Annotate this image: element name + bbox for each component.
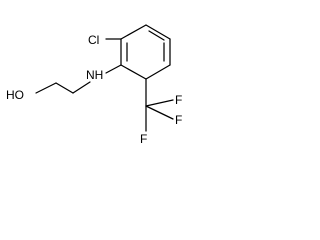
atom-label-f-bottom: F xyxy=(140,132,147,146)
bond-ch2-oh xyxy=(35,82,57,94)
bond-ring-nh xyxy=(105,64,122,74)
ring-bond-c5-c6 xyxy=(120,64,147,80)
atom-label-f-right: F xyxy=(175,113,182,127)
ring-double-bond-inner-top xyxy=(148,30,165,41)
ring-bond-c1-c2 xyxy=(120,24,147,40)
atom-label-cl: Cl xyxy=(88,33,99,47)
molecule-structure: Cl NH HO F F F xyxy=(6,24,182,146)
bond-ch2-ch2 xyxy=(55,82,74,94)
atom-label-f-top: F xyxy=(175,93,182,107)
bond-nh-ch2 xyxy=(72,81,91,94)
ring-bond-c4-c5 xyxy=(145,64,171,80)
bond-c-f-top xyxy=(145,99,174,107)
bond-c-f-right xyxy=(145,105,174,120)
atom-label-nh: NH xyxy=(86,68,103,82)
atom-label-oh: HO xyxy=(6,88,24,102)
ring-bond-c2-c3 xyxy=(145,24,171,40)
